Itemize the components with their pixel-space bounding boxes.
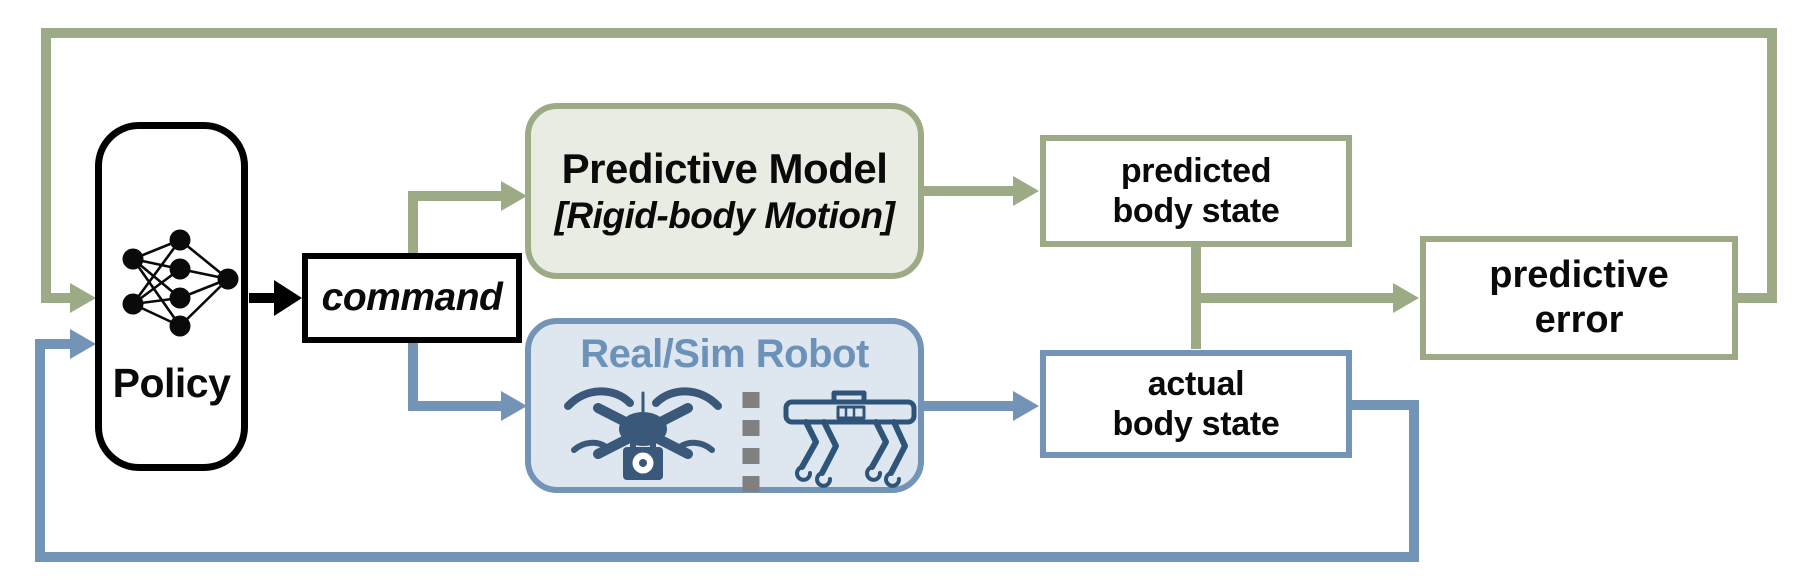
real-sim-robot-box: Real/Sim Robot [525, 318, 924, 493]
policy-label: Policy [112, 360, 231, 406]
actual-body-state-line1: actual [1147, 364, 1245, 403]
predicted-body-state-line1: predicted [1120, 151, 1272, 190]
actual-body-state-box: actual body state [1040, 350, 1352, 458]
blue-feedback-loop-arrow [35, 329, 1419, 562]
neural-network-icon [122, 229, 239, 337]
predicted-body-state-box: predicted body state [1040, 135, 1352, 247]
model-to-predicted-state-arrow [924, 176, 1039, 206]
predicted-body-state-line2: body state [1112, 192, 1280, 230]
quadruped-robot-icon [783, 390, 917, 488]
predictive-model-box: Predictive Model [Rigid-body Motion] [525, 103, 924, 279]
predictive-model-title: Predictive Model [561, 145, 888, 193]
command-box: command [302, 253, 522, 343]
command-label: command [321, 275, 503, 319]
predictive-error-box: predictive error [1420, 236, 1738, 360]
policy-to-command-arrow [249, 280, 302, 316]
drone-icon [564, 387, 722, 480]
robot-to-actual-state-arrow [924, 391, 1039, 421]
actual-body-state-line2: body state [1112, 405, 1280, 443]
real-sim-robot-title: Real/Sim Robot [580, 332, 869, 376]
comparison-to-error-arrow [1191, 283, 1419, 313]
predictive-error-line1: predictive [1489, 254, 1669, 297]
policy-box: Policy [95, 122, 248, 471]
predictive-error-line2: error [1534, 299, 1624, 341]
dashed-divider [742, 392, 760, 492]
predictive-model-subtitle: [Rigid-body Motion] [554, 194, 895, 236]
green-feedback-loop-arrow [41, 28, 1777, 313]
command-to-model-arrow [408, 181, 527, 253]
command-to-robot-arrow [408, 343, 527, 421]
